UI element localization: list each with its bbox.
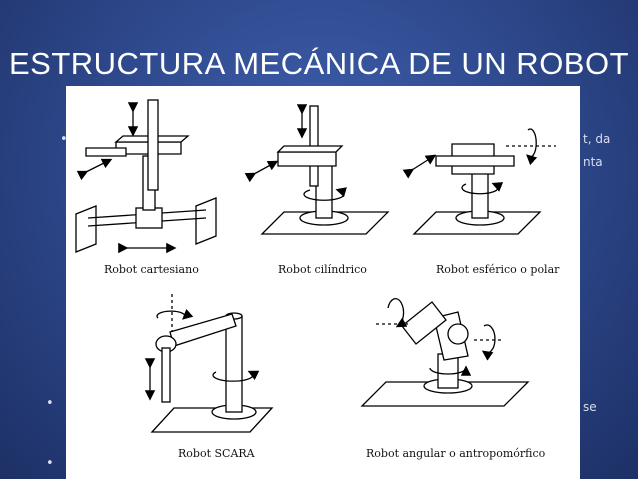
cartesian-robot-arrows <box>76 102 177 254</box>
scara-robot-arrows <box>144 294 260 401</box>
caption-angular: Robot angular o antropomórfico <box>366 447 546 460</box>
robot-types-illustration <box>75 99 556 433</box>
angular-robot-drawing <box>360 301 530 407</box>
robot-types-figure: Robot cartesiano Robot cilíndrico Robot … <box>66 86 580 479</box>
cylindrical-robot-arrows <box>244 104 347 201</box>
scara-robot-drawing <box>150 312 274 433</box>
background-text-fragment-2: nta <box>583 155 603 169</box>
background-text-fragment-3: se <box>583 400 597 414</box>
background-text-fragment-1: t, da <box>583 132 611 146</box>
bullet-marker-3: • <box>46 456 54 471</box>
bullet-marker-2: • <box>46 396 54 411</box>
angular-robot-arrows <box>376 298 502 376</box>
slide-title: ESTRUCTURA MECÁNICA DE UN ROBOT <box>8 46 630 81</box>
bullet-marker-1: • <box>60 132 68 147</box>
caption-cartesian: Robot cartesiano <box>104 263 199 276</box>
spherical-robot-drawing <box>412 143 542 235</box>
caption-scara: Robot SCARA <box>178 447 255 460</box>
caption-cylindrical: Robot cilíndrico <box>278 263 367 276</box>
cartesian-robot-drawing <box>75 99 217 253</box>
caption-spherical: Robot esférico o polar <box>436 263 560 276</box>
cylindrical-robot-drawing <box>260 105 390 235</box>
spherical-robot-arrows <box>402 128 556 195</box>
